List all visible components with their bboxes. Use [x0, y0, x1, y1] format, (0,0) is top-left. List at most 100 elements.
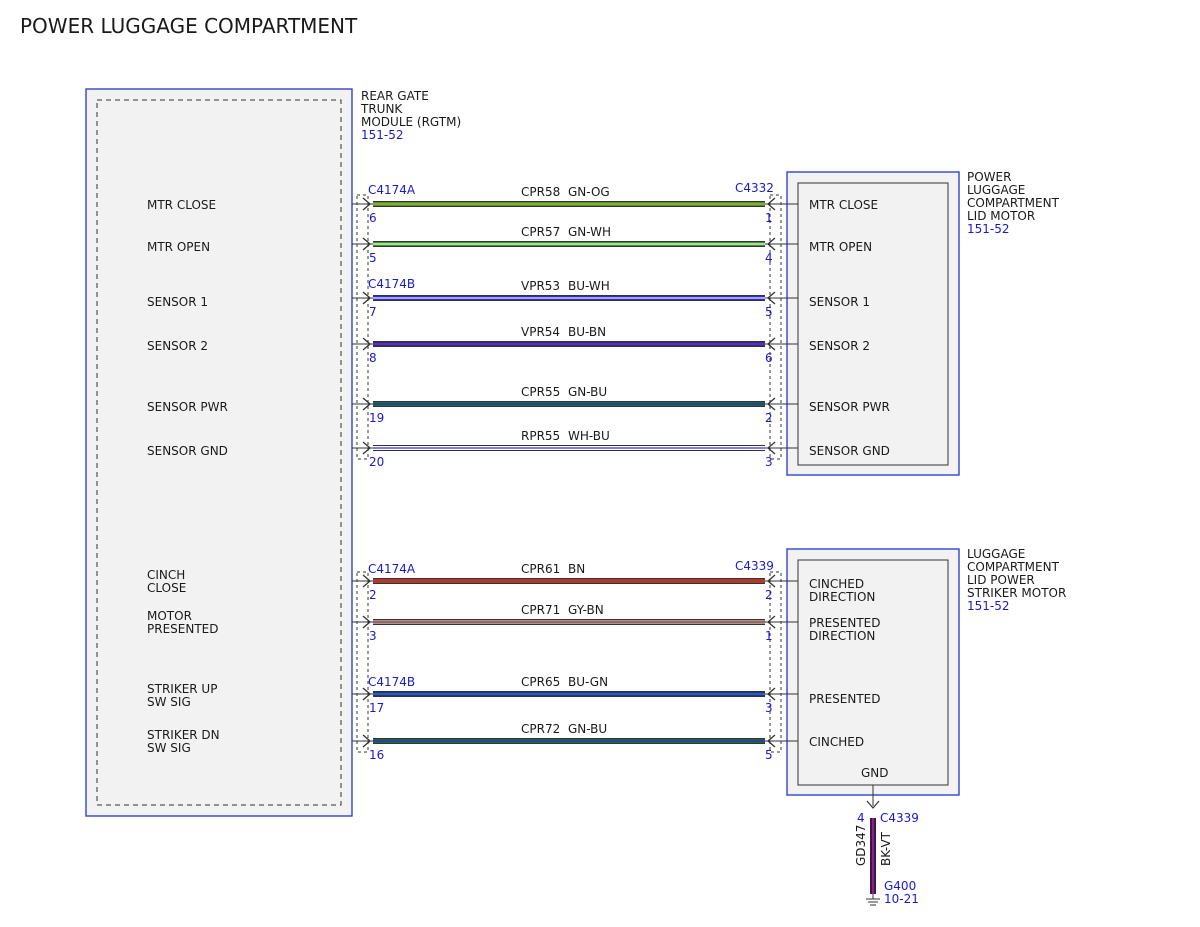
wire-circuit-label: CPR57 [521, 225, 560, 239]
striker-motor-gnd-label: GND [861, 766, 889, 780]
rgtm-pin-label: SENSOR 2 [147, 339, 208, 353]
striker-motor-pin-label: DIRECTION [809, 629, 875, 643]
lid-motor-pin-label: SENSOR 1 [809, 295, 870, 309]
ground-connector-label: C4339 [880, 811, 919, 825]
rgtm-pin-label: SW SIG [147, 741, 191, 755]
rgtm-pin-label: MTR OPEN [147, 240, 210, 254]
connector-label: C4339 [735, 559, 774, 573]
rgtm-pin-label: MTR CLOSE [147, 198, 216, 212]
left-pin-arrow [362, 291, 371, 305]
rgtm-pin-label: SENSOR PWR [147, 400, 228, 414]
striker-motor-pin-label: CINCHED [809, 577, 864, 591]
connector-label: C4174B [368, 675, 415, 689]
right-pin-arrow [767, 687, 776, 701]
wire-color-label: GN-WH [568, 225, 611, 239]
striker-motor-module[interactable] [786, 548, 960, 796]
lid-motor-module[interactable] [786, 171, 960, 476]
wire-stripe-color [373, 447, 765, 449]
rgtm-ref: 151-52 [361, 128, 404, 142]
wire-circuit-label: VPR54 [521, 325, 560, 339]
connector-label: C4174A [368, 562, 416, 576]
ground-point-ref: 10-21 [884, 892, 919, 906]
right-pin-number: 6 [765, 351, 773, 365]
left-pin-arrow [362, 237, 371, 251]
connector-outline-c4174-lower-left [356, 571, 369, 753]
right-pin-arrow [767, 291, 776, 305]
right-pin-arrow [767, 337, 776, 351]
rgtm-module[interactable] [85, 88, 353, 817]
left-pin-number: 20 [369, 455, 384, 469]
rgtm-pin-label: CLOSE [147, 581, 186, 595]
rgtm-pin-label: PRESENTED [147, 622, 218, 636]
wire-circuit-label: CPR58 [521, 185, 560, 199]
wire-color-label: GN-BU [568, 385, 607, 399]
right-pin-number: 2 [765, 588, 773, 602]
striker-motor-name-line: STRIKER MOTOR [967, 586, 1066, 600]
page-title: POWER LUGGAGE COMPARTMENT [20, 14, 358, 38]
lid-motor-pin-label: SENSOR GND [809, 444, 890, 458]
rgtm-name-line: TRUNK [360, 102, 403, 116]
lid-motor-pin-label: SENSOR PWR [809, 400, 890, 414]
left-pin-arrow [362, 687, 371, 701]
wire-color-label: GY-BN [568, 603, 604, 617]
right-pin-number: 1 [765, 211, 773, 225]
left-pin-number: 2 [369, 588, 377, 602]
left-pin-number: 8 [369, 351, 377, 365]
striker-motor-pin-label: PRESENTED [809, 616, 880, 630]
right-pin-arrow [767, 237, 776, 251]
wire-color-label: BU-BN [568, 325, 606, 339]
right-pin-number: 3 [765, 701, 773, 715]
left-pin-arrow [362, 397, 371, 411]
right-pin-arrow [767, 197, 776, 211]
right-pin-arrow [767, 441, 776, 455]
rgtm-pin-label: STRIKER DN [147, 728, 220, 742]
striker-motor-inner-box [797, 559, 949, 786]
wire-stripe-color [373, 297, 765, 299]
wire-color-label: BU-GN [568, 675, 608, 689]
wire-circuit-label: CPR61 [521, 562, 560, 576]
left-pin-arrow [362, 337, 371, 351]
ground-circuit[interactable] [866, 785, 880, 906]
left-pin-number: 5 [369, 251, 377, 265]
left-pin-number: 7 [369, 305, 377, 319]
left-pin-arrow [362, 197, 371, 211]
rgtm-pin-labels: MTR CLOSE MTR OPEN SENSOR 1 SENSOR 2 SEN… [147, 198, 228, 755]
striker-motor-name-line: COMPARTMENT [967, 560, 1060, 574]
wire-color-label: BN [568, 562, 585, 576]
wire-circuit-label: CPR55 [521, 385, 560, 399]
left-pin-number: 19 [369, 411, 384, 425]
left-pin-arrow [362, 734, 371, 748]
wire-color-label: WH-BU [568, 429, 610, 443]
ground-pin-arrow [866, 800, 880, 809]
wire-circuit-label: CPR71 [521, 603, 560, 617]
rgtm-pin-label: SENSOR 1 [147, 295, 208, 309]
right-pin-number: 3 [765, 455, 773, 469]
wire-cpr61[interactable]: CPR61 BN 2 2 [352, 562, 798, 602]
rgtm-name: REAR GATE TRUNK MODULE (RGTM) [360, 89, 461, 129]
rgtm-name-line: REAR GATE [361, 89, 429, 103]
rgtm-pin-label: STRIKER UP [147, 682, 217, 696]
rgtm-pin-label: SW SIG [147, 695, 191, 709]
rgtm-pin-label: MOTOR [147, 609, 192, 623]
wire-vpr54[interactable]: VPR54 BU-BN 8 6 [352, 325, 798, 365]
rgtm-pin-label: SENSOR GND [147, 444, 228, 458]
wire-stripe-color [373, 243, 765, 245]
connector-label: C4174B [368, 277, 415, 291]
lid-motor-pin-label: MTR CLOSE [809, 198, 878, 212]
rgtm-inner-box [96, 99, 342, 806]
wire-circuit-label: CPR72 [521, 722, 560, 736]
lid-motor-pin-label: MTR OPEN [809, 240, 872, 254]
connector-outline-c4174-upper-left [356, 194, 369, 460]
striker-motor-ref: 151-52 [967, 599, 1010, 613]
wire-base-color [373, 579, 765, 583]
